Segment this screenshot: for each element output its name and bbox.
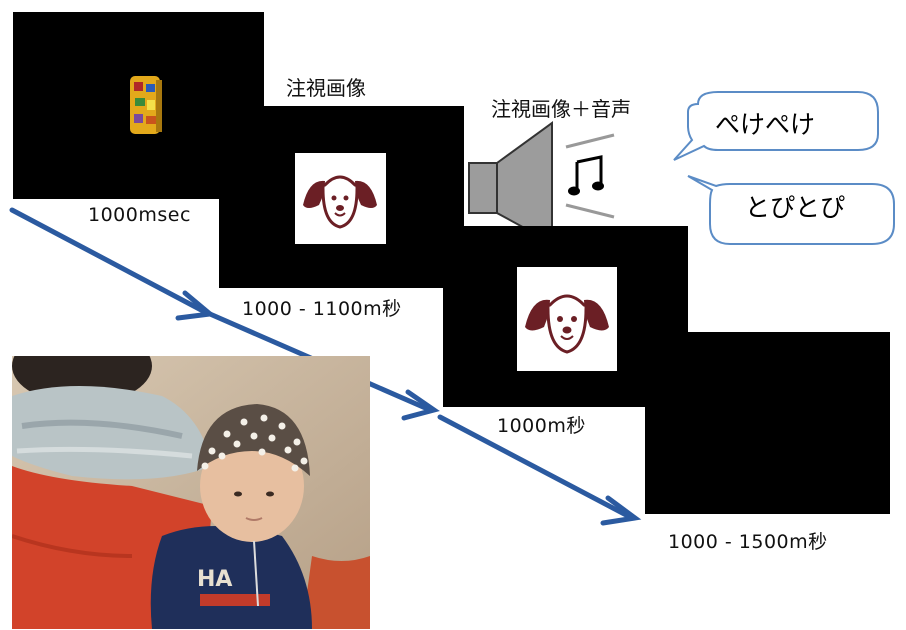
stimulus-frame xyxy=(295,153,386,244)
sound-lines xyxy=(565,133,615,219)
speaker-icon xyxy=(468,121,553,245)
fixation-image-screen xyxy=(219,106,464,288)
fixation-image-title: 注視画像 xyxy=(286,76,366,100)
fixation-duration-label: 1000msec xyxy=(88,204,191,226)
arrow-shaft-1 xyxy=(9,207,208,315)
arrow-shaft-3 xyxy=(437,414,633,520)
dog-face-icon xyxy=(525,294,609,354)
colorful-cube-icon xyxy=(130,76,162,134)
speech-word-2: とぴとぴ xyxy=(745,193,846,222)
speech-bubble-2 xyxy=(687,175,895,245)
image-audio-duration-label: 1000m秒 xyxy=(497,415,586,437)
music-note-icon xyxy=(568,155,604,196)
speech-bubble-1 xyxy=(673,91,879,161)
svg-text:HA: HA xyxy=(197,567,232,592)
image-audio-title: 注視画像＋音声 xyxy=(491,97,631,121)
dog-face-icon xyxy=(303,175,377,229)
fixation-image-duration-label: 1000 - 1100m秒 xyxy=(242,298,402,320)
arrow-head-2 xyxy=(401,389,440,421)
photo-illustration: HA xyxy=(12,356,370,629)
speech-word-1: ぺけぺけ xyxy=(715,110,816,139)
image-audio-screen xyxy=(443,226,688,407)
blank-duration-label: 1000 - 1500m秒 xyxy=(668,531,828,553)
arrow-head-3 xyxy=(600,495,642,526)
stimulus-frame xyxy=(517,267,617,371)
infant-eeg-photo: HA xyxy=(12,356,370,629)
blank-screen xyxy=(645,332,890,514)
